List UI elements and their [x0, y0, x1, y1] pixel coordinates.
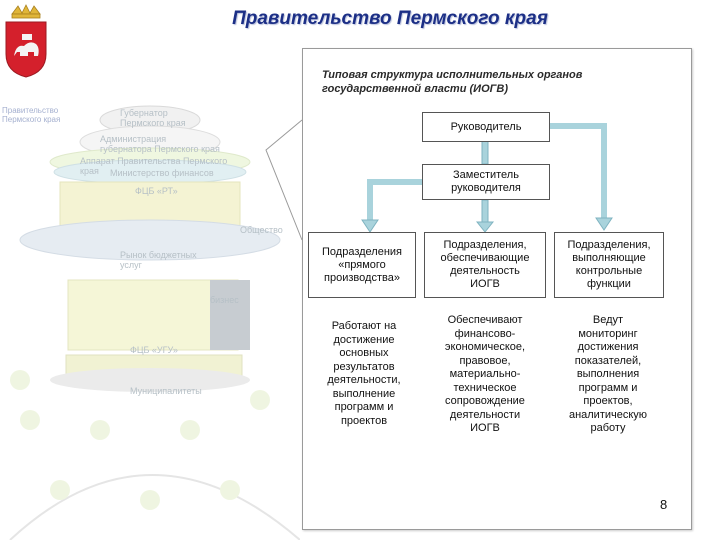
unit-box-direct-production: Подразделения «прямого производства» [308, 232, 416, 298]
page-number: 8 [660, 497, 668, 512]
desc-1-line-6: выполнение [332, 387, 396, 400]
desc-2-line-5: материально- [449, 368, 521, 380]
desc-2-line-1: Обеспечивают [447, 314, 523, 326]
unit-box-support: Подразделения, обеспечивающие деятельнос… [424, 232, 546, 298]
bg-label-municipalities: Муниципалитеты [130, 386, 202, 396]
desc-2-line-6: техническое [453, 381, 517, 394]
unit-3-line-2: выполняющие [572, 252, 646, 264]
background-illustration: Правительство Пермского края Губернатор … [0, 90, 301, 541]
page-title: Правительство Пермского края [232, 8, 548, 29]
unit-3-line-1: Подразделения, [567, 239, 651, 251]
unit-1-line-3: производства» [324, 271, 400, 284]
coat-of-arms-icon [5, 4, 47, 78]
background-cake-diagram [9, 105, 301, 541]
desc-3-line-2: мониторинг [578, 327, 638, 340]
bg-label-governor: Губернатор Пермского края [120, 108, 186, 128]
bg-label-apparatus: Аппарат Правительства Пермского края [80, 156, 228, 176]
unit-1-description: Работают на достижение основных результа… [308, 320, 420, 428]
desc-1-line-8: проектов [340, 414, 388, 427]
desc-2-line-9: ИОГВ [470, 422, 500, 434]
diagram-title: Типовая структура исполнительных органов… [322, 68, 662, 96]
unit-2-description: Обеспечивают финансово- экономическое, п… [424, 314, 546, 436]
unit-3-line-4: функции [587, 278, 631, 290]
desc-3-line-5: выполнения [576, 368, 640, 380]
bg-label-government: Правительство Пермского края [2, 106, 61, 124]
desc-1-line-4: результатов [333, 360, 395, 373]
diagram-title-line-2: государственной власти (ИОГВ) [322, 83, 508, 95]
bg-label-administration: Администрация губернатора Пермского края [100, 134, 220, 154]
desc-1-line-2: достижение [333, 333, 395, 346]
unit-2-line-1: Подразделения, [443, 239, 527, 251]
bg-label-fcb-ugu: ФЦБ «УГУ» [130, 345, 178, 355]
unit-3-line-3: контрольные [575, 265, 643, 277]
deputy-label-line-2: руководителя [451, 182, 521, 194]
bg-label-society: Общество [240, 225, 283, 235]
desc-1-line-5: деятельности, [327, 374, 401, 386]
desc-2-line-7: сопровождение [445, 395, 525, 407]
desc-2-line-8: деятельности [449, 408, 521, 421]
head-box: Руководитель [422, 112, 550, 142]
unit-2-line-4: ИОГВ [470, 278, 500, 290]
head-label: Руководитель [450, 120, 522, 133]
desc-3-line-9: работу [590, 422, 626, 434]
unit-1-line-2: «прямого [338, 258, 386, 271]
bg-label-services-market: Рынок бюджетных услуг [120, 250, 197, 270]
desc-2-line-4: правовое, [459, 354, 511, 367]
desc-1-line-3: основных [339, 347, 389, 359]
unit-3-description: Ведут мониторинг достижения показателей,… [552, 314, 664, 436]
deputy-label-line-1: Заместитель [453, 169, 519, 181]
deputy-box: Заместитель руководителя [422, 164, 550, 200]
bg-label-fcb-rt: ФЦБ «РТ» [135, 186, 178, 196]
desc-1-line-7: программ и [334, 401, 394, 413]
desc-3-line-7: проектов, [583, 395, 633, 407]
desc-3-line-8: аналитическую [568, 408, 648, 421]
desc-2-line-2: финансово- [454, 327, 516, 340]
unit-2-line-3: деятельность [450, 265, 520, 277]
diagram-title-line-1: Типовая структура исполнительных органов [322, 69, 583, 81]
desc-2-line-3: экономическое, [444, 341, 526, 353]
unit-box-control: Подразделения, выполняющие контрольные ф… [554, 232, 664, 298]
desc-3-line-6: программ и [578, 381, 638, 394]
bg-label-business: бизнес [210, 295, 239, 305]
desc-3-line-1: Ведут [592, 314, 624, 326]
desc-3-line-4: показателей, [574, 354, 642, 367]
unit-1-line-1: Подразделения [322, 245, 402, 258]
unit-2-line-2: обеспечивающие [440, 252, 530, 264]
desc-1-line-1: Работают на [331, 320, 397, 332]
desc-3-line-3: достижения [577, 341, 639, 353]
bg-label-finance: Министерство финансов [110, 168, 214, 178]
